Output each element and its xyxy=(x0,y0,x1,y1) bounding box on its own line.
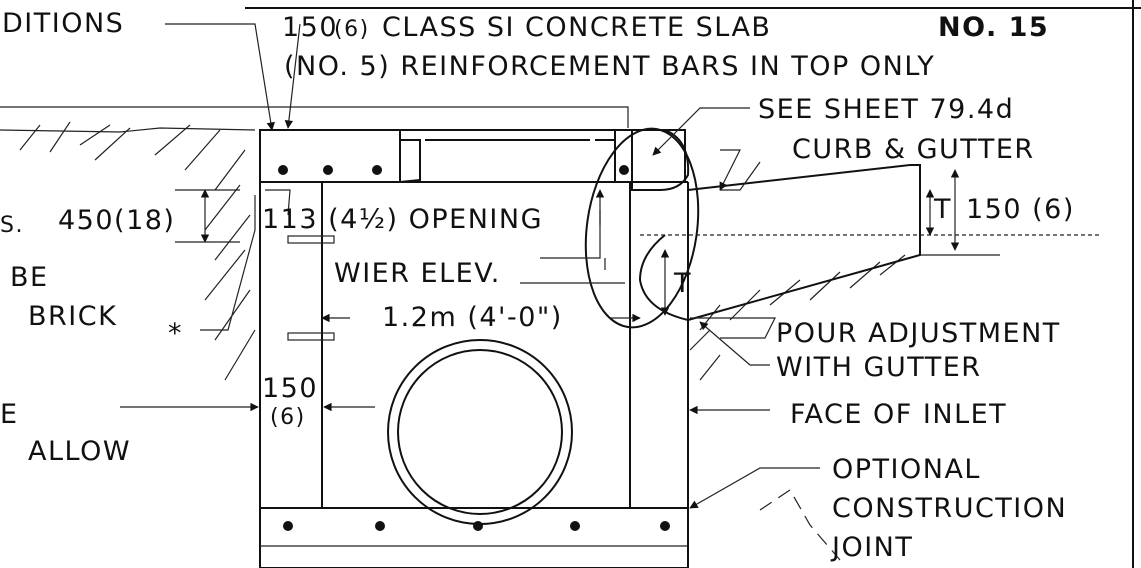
inlet-walls xyxy=(259,181,689,568)
bottom-slab xyxy=(259,507,689,568)
label-face-inlet: FACE OF INLET xyxy=(790,399,1007,430)
label-width: 1.2m (4'-0") xyxy=(382,302,563,333)
label-optional: OPTIONAL xyxy=(832,454,981,485)
label-pour-adj: POUR ADJUSTMENT xyxy=(776,318,1061,349)
label-see-sheet: SEE SHEET 79.4d xyxy=(758,94,1014,125)
label-joint: JOINT xyxy=(830,532,913,563)
label-conditions: DITIONS xyxy=(2,8,124,39)
callout-ellipse xyxy=(584,127,700,329)
label-wall-150: 150 xyxy=(262,373,318,404)
label-s-fragment: S. xyxy=(0,213,24,238)
label-brick: BRICK xyxy=(28,301,117,332)
label-wall-6: (6) xyxy=(270,405,306,430)
pipe xyxy=(387,339,573,525)
curb-hatched xyxy=(631,129,690,191)
label-t-lower: T xyxy=(673,268,692,299)
label-with-gutter: WITH GUTTER xyxy=(776,352,982,383)
label-opening: 113 (4½) OPENING xyxy=(262,204,543,235)
joint-dash-line xyxy=(759,489,841,561)
label-slab-dim-in: (6) xyxy=(334,17,370,42)
gutter-slab xyxy=(638,164,1100,322)
label-construction: CONSTRUCTION xyxy=(832,493,1067,524)
top-slab xyxy=(259,129,686,183)
label-slab-no: NO. 15 xyxy=(938,12,1049,43)
label-be: BE xyxy=(10,262,49,293)
label-wier: WIER ELEV. xyxy=(334,258,501,289)
label-slab-dim: 150 xyxy=(282,12,338,43)
label-reinforcement: (NO. 5) REINFORCEMENT BARS IN TOP ONLY xyxy=(284,51,935,82)
label-depth-450: 450(18) xyxy=(58,205,175,236)
label-curb-150: 150 (6) xyxy=(966,194,1075,225)
leader-lines xyxy=(120,23,960,509)
label-allow: ALLOW xyxy=(28,436,131,467)
label-e-fragment: E xyxy=(0,399,19,430)
label-t-upper: T xyxy=(933,194,952,225)
soil-hatching-left xyxy=(0,106,256,381)
label-curb-gutter: CURB & GUTTER xyxy=(792,134,1035,165)
label-slab-desc: CLASS SI CONCRETE SLAB xyxy=(382,12,771,43)
label-asterisk: * xyxy=(168,318,183,349)
title-box-frame xyxy=(245,0,1141,568)
